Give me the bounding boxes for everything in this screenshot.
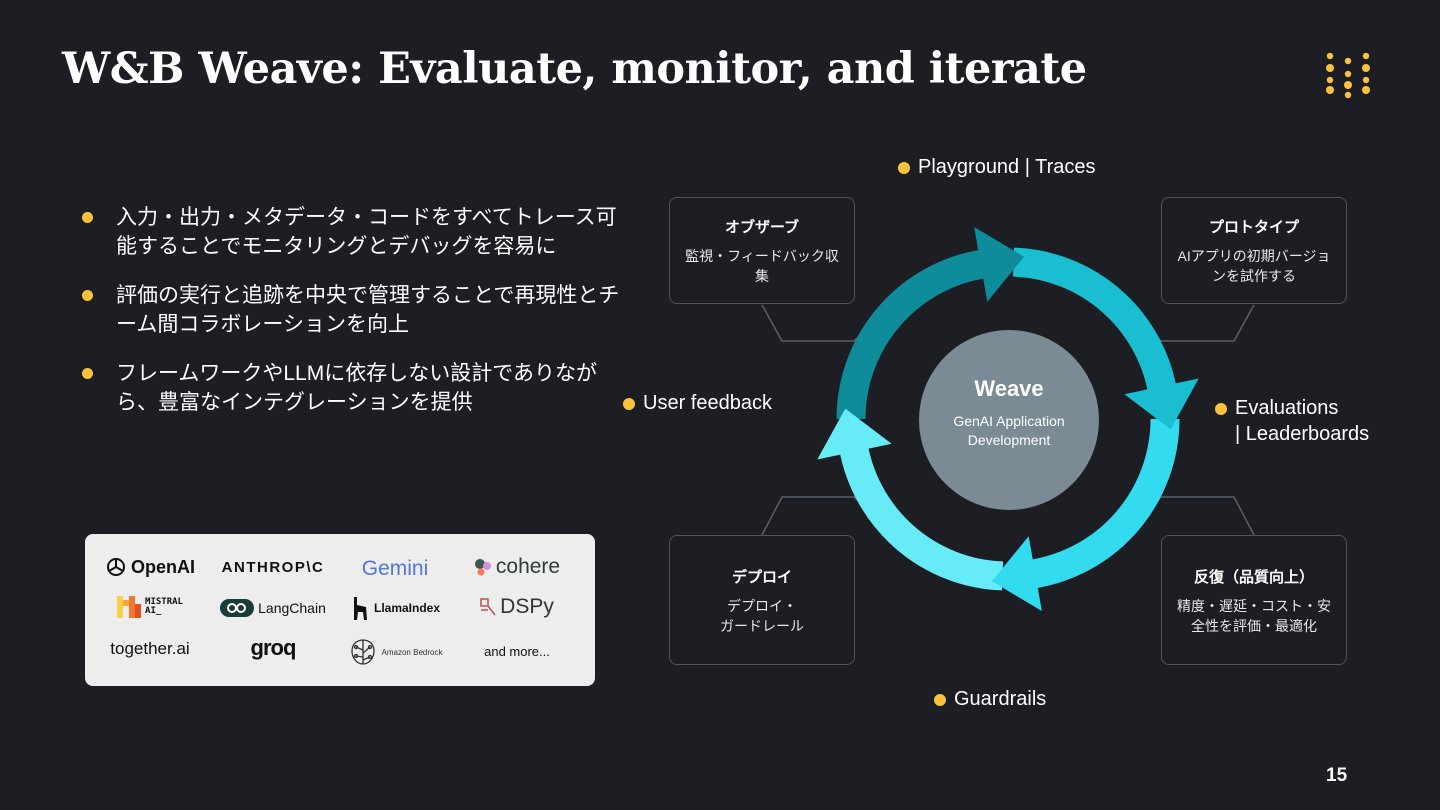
page-number: 15 [1326, 765, 1348, 786]
observe-box: オブザーブ 監視・フィードバック収集 [669, 197, 855, 304]
list-item: 入力・出力・メタデータ・コードをすべてトレース可能することでモニタリングとデバッ… [82, 203, 622, 261]
connector-line [1158, 304, 1255, 342]
together-ai-logo: together.ai [110, 639, 190, 658]
observe-description: 監視・フィードバック収集 [685, 248, 839, 284]
bullet-text: 評価の実行と追跡を中央で管理することで再現性とチーム間コラボレーションを向上 [116, 284, 620, 336]
bullet-text: 入力・出力・メタデータ・コードをすべてトレース可能することでモニタリングとデバッ… [116, 206, 617, 258]
wandb-logo-icon [1326, 52, 1370, 99]
anthropic-logo: ANTHROP\C [221, 558, 325, 576]
iterate-description: 精度・遅延・コスト・安全性を評価・最適化 [1177, 598, 1331, 634]
feature-list: 入力・出力・メタデータ・コードをすべてトレース可能することでモニタリングとデバッ… [82, 203, 622, 437]
bullet-text: フレームワークやLLMに依存しない設計でありながら、豊富なインテグレーションを提… [116, 362, 598, 414]
label-dot-icon [1215, 403, 1227, 415]
gemini-logo: Gemini [361, 557, 429, 580]
label-dot-icon [898, 162, 910, 174]
arrowhead-icon [974, 226, 1025, 302]
dspy-logo: DSPy [457, 592, 577, 622]
prototype-description: AIアプリの初期バージョンを試作する [1177, 248, 1331, 284]
playground-traces-label: Playground | Traces [898, 154, 1096, 180]
center-title: Weave [974, 376, 1044, 401]
deploy-title: デプロイ [731, 569, 792, 586]
bullet-icon [82, 290, 93, 301]
langchain-icon [220, 599, 255, 617]
arc-prototype-to-evaluate [1012, 247, 1178, 400]
openai-logo: OpenAI [90, 552, 210, 582]
arrowhead-icon [991, 536, 1042, 612]
arrowhead-icon [1124, 378, 1199, 430]
bedrock-icon [350, 639, 375, 665]
list-item: 評価の実行と追跡を中央で管理することで再現性とチーム間コラボレーションを向上 [82, 281, 622, 339]
mistral-icon [117, 596, 142, 618]
arc-deploy-to-observe [838, 438, 1004, 591]
bullet-icon [82, 368, 93, 379]
connector-line [1158, 496, 1255, 536]
deploy-description: デプロイ・ガードレール [720, 598, 804, 634]
groq-logo: groq [250, 635, 297, 660]
evaluations-label: Evaluations| Leaderboards [1215, 395, 1369, 447]
iterate-title: 反復（品質向上） [1193, 569, 1314, 586]
label-dot-icon [934, 694, 946, 706]
label-dot-icon [623, 398, 635, 410]
guardrails-label: Guardrails [934, 686, 1046, 712]
observe-title: オブザーブ [724, 219, 800, 236]
arrowhead-icon [817, 408, 892, 460]
more-integrations-text: and more... [484, 643, 550, 659]
amazon-bedrock-logo: Amazon Bedrock [335, 637, 455, 667]
arc-evaluate-to-deploy [1022, 418, 1180, 590]
cohere-icon [474, 559, 491, 576]
connector-line [761, 304, 857, 342]
llama-icon [353, 597, 367, 620]
list-item: フレームワークやLLMに依存しない設計でありながら、豊富なインテグレーションを提… [82, 359, 622, 417]
langchain-logo: LangChain [213, 593, 333, 623]
dspy-icon [480, 598, 496, 616]
llamaindex-logo: LlamaIndex [335, 593, 455, 623]
cohere-logo: cohere [457, 552, 577, 582]
user-feedback-label: User feedback [623, 390, 772, 416]
deploy-box: デプロイ デプロイ・ガードレール [669, 535, 855, 665]
openai-icon [106, 558, 125, 576]
slide-title: W&B Weave: Evaluate, monitor, and iterat… [62, 44, 1087, 94]
prototype-box: プロトタイプ AIアプリの初期バージョンを試作する [1161, 197, 1347, 304]
connector-line [761, 496, 857, 536]
arc-observe-to-prototype [836, 248, 994, 420]
bullet-icon [82, 212, 93, 223]
iterate-box: 反復（品質向上） 精度・遅延・コスト・安全性を評価・最適化 [1161, 535, 1347, 665]
prototype-title: プロトタイプ [1208, 219, 1299, 236]
